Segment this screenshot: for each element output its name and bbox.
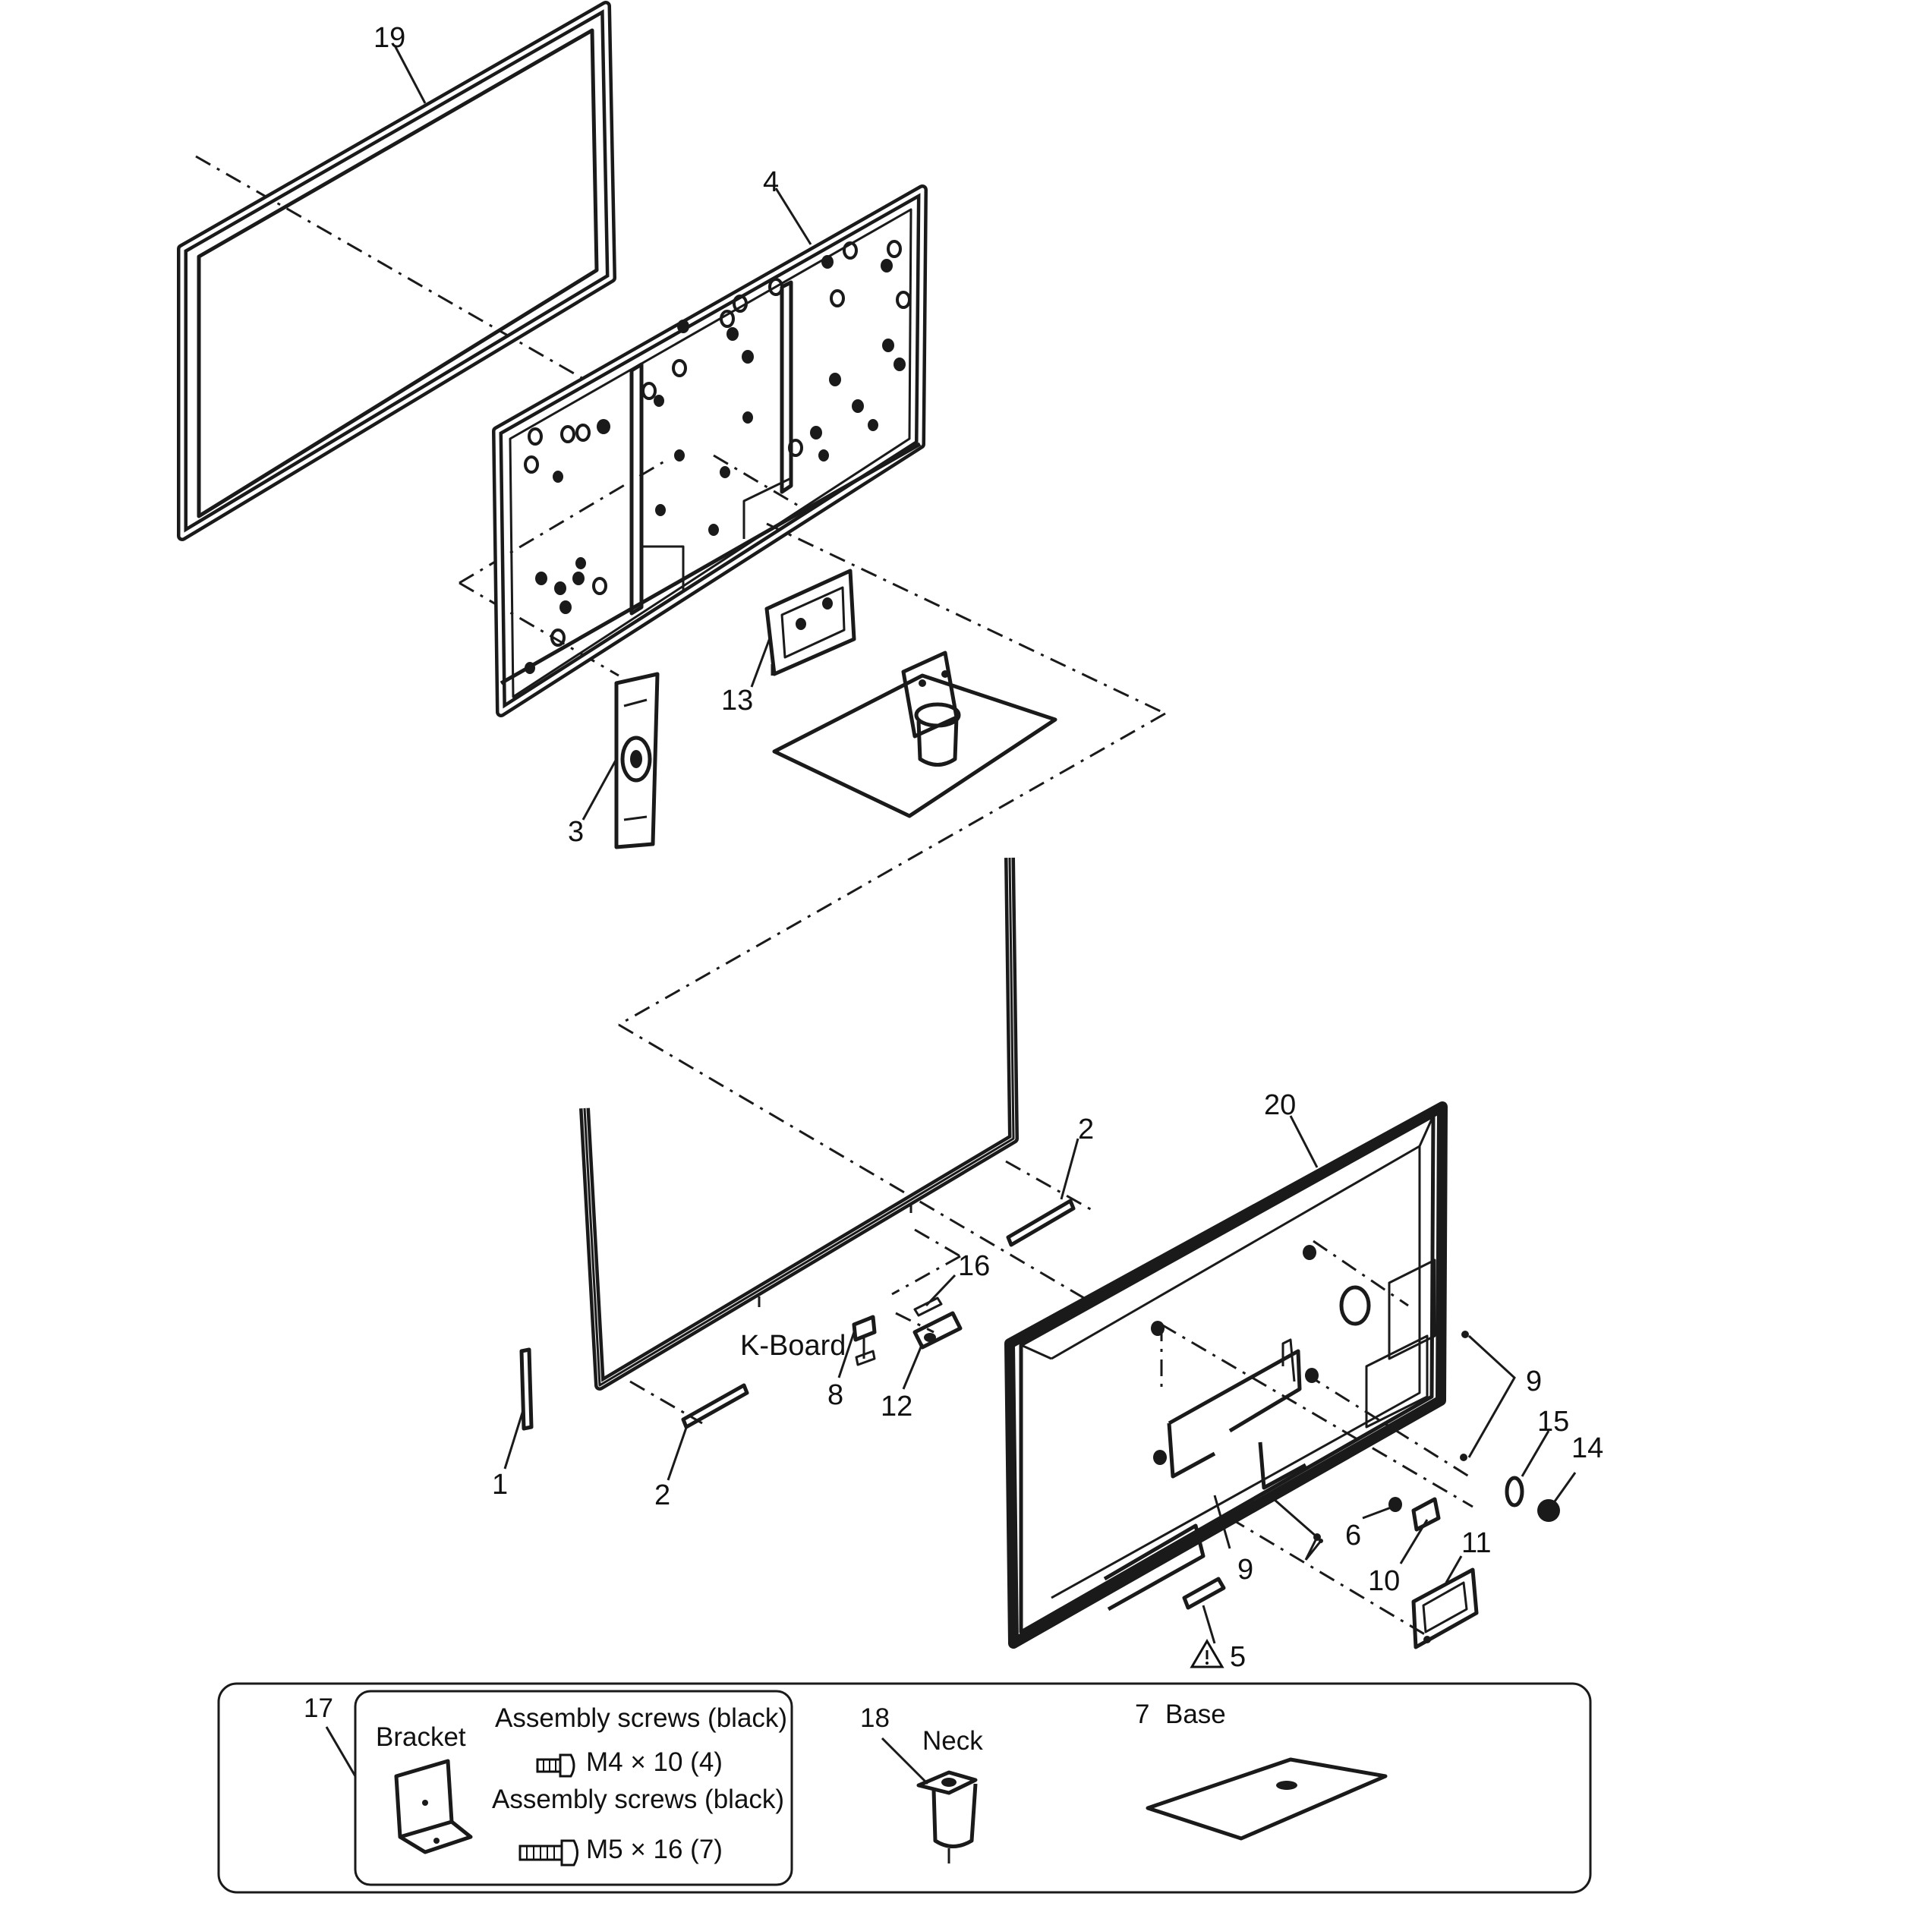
callout-15: 15: [1537, 1406, 1569, 1438]
cabinet-frame: [579, 857, 1019, 1391]
accessory-neck-label: Neck: [922, 1726, 983, 1756]
callout-12: 12: [881, 1391, 912, 1422]
callout-9b: 9: [1237, 1554, 1253, 1586]
k-board-label: K-Board: [740, 1330, 846, 1362]
assembly-screws-label-2: Assembly screws (black): [492, 1785, 784, 1814]
screw-m5-label: M5 × 16 (7): [586, 1835, 723, 1864]
callout-11: 11: [1461, 1527, 1491, 1559]
part-19-front-bezel: [177, 1, 616, 541]
part-5-cover: [1182, 1577, 1226, 1610]
callout-19: 19: [373, 22, 405, 54]
part-12: [912, 1311, 963, 1350]
callout-9a: 9: [1526, 1366, 1542, 1397]
part-10-clip: [1411, 1497, 1441, 1532]
assembly-screws-label-1: Assembly screws (black): [495, 1703, 787, 1733]
accessories-panel: 17 Bracket Assembly screws (black) M4 × …: [217, 1682, 1592, 1894]
part-13-stand-bracket: [764, 569, 856, 676]
part-6-screw: [1388, 1497, 1402, 1512]
callout-4: 4: [763, 166, 779, 198]
callout-6: 6: [1345, 1520, 1361, 1552]
part-1-strip: [519, 1347, 534, 1431]
base-illustration: [1146, 1757, 1388, 1841]
callout-16: 16: [958, 1250, 990, 1282]
part-11-plate: [1411, 1567, 1479, 1649]
callout-8: 8: [827, 1379, 843, 1411]
part-15-washer: [1505, 1476, 1524, 1507]
accessory-17-number: 17: [304, 1693, 333, 1723]
screw-m4-icon: [536, 1753, 575, 1778]
callout-20: 20: [1264, 1089, 1296, 1121]
accessory-bracket-label: Bracket: [376, 1722, 466, 1752]
chassis-holes: [524, 240, 911, 674]
part-14-nut: [1537, 1499, 1560, 1522]
screw-m5-icon: [518, 1839, 578, 1867]
part-3-side-cover: [614, 672, 660, 849]
part-16: [913, 1296, 943, 1317]
callout-13: 13: [721, 685, 753, 717]
neck-illustration: [881, 1737, 978, 1863]
part-4-chassis-panel: [492, 184, 928, 717]
accessory-18-number: 18: [860, 1703, 890, 1733]
callout-10: 10: [1368, 1565, 1400, 1597]
callout-14: 14: [1571, 1432, 1603, 1464]
callout-1: 1: [492, 1469, 508, 1501]
part-2a-strip: [1006, 1199, 1076, 1247]
accessory-7-number: 7: [1135, 1700, 1149, 1729]
part-2b-strip: [681, 1383, 749, 1429]
callout-2b: 2: [654, 1479, 670, 1511]
callout-5: 5: [1230, 1641, 1246, 1673]
accessory-base-label: Base: [1165, 1700, 1226, 1729]
warning-triangle-icon: [1190, 1639, 1224, 1668]
callout-labels: 19 4 13 3 1 2 2 16 K-Board 8 12 20 9 15 …: [373, 22, 1603, 1673]
part-8-k-board: [852, 1315, 877, 1366]
screw-m4-label: M4 × 10 (4): [586, 1747, 723, 1777]
part-20-rear-cover: [1004, 1101, 1448, 1649]
callout-2a: 2: [1078, 1114, 1094, 1145]
stand-assembly: [772, 651, 1057, 818]
callout-3: 3: [568, 816, 584, 848]
leader-lines: [393, 45, 1577, 1644]
bracket-illustration: [394, 1759, 473, 1854]
